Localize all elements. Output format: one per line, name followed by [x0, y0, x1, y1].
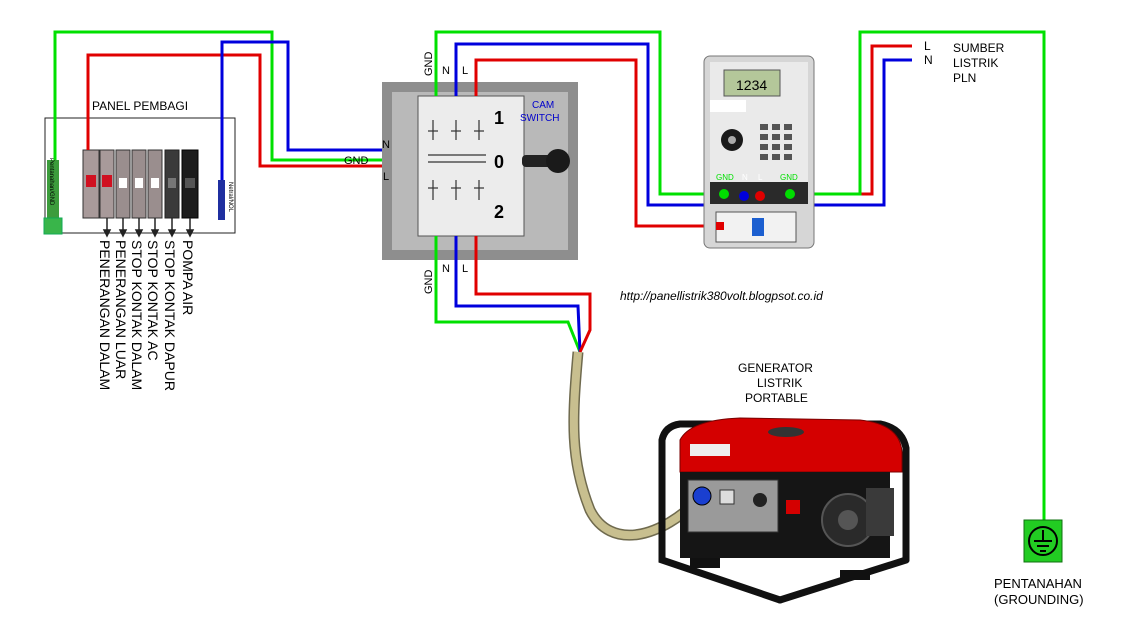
- line-wire-bottom: [474, 236, 592, 353]
- cam-switch-label-line1: CAM: [532, 100, 554, 111]
- meter-display: 1234: [736, 77, 767, 93]
- switch-to-generator-wires: [434, 236, 592, 353]
- switch-bottom-n-label: N: [442, 263, 450, 275]
- pln-label-line3: PLN: [953, 71, 976, 85]
- switch-top-n-label: N: [442, 65, 450, 77]
- kwh-meter: 1234 GND N L GND: [703, 55, 815, 249]
- neutral-wire-top: [454, 42, 742, 207]
- neutral-bus-bar: Netral/NOL: [218, 180, 233, 220]
- grounding-rod: PENTANAHAN (GROUNDING): [994, 519, 1084, 607]
- meter-keypad: [760, 124, 792, 160]
- meter-mcb: [715, 211, 797, 243]
- switch-left-n-label: N: [382, 139, 390, 151]
- ground-wire-meter: [790, 30, 1046, 520]
- grounding-label-line2: (GROUNDING): [994, 592, 1084, 607]
- meter-terminal-gnd-left: GND: [716, 173, 734, 182]
- switch-left-gnd-label: GND: [344, 155, 369, 167]
- panel-title: PANEL PEMBAGI: [92, 99, 188, 113]
- circuit-label-penerangan-luar: PENERANGAN LUAR: [113, 240, 129, 379]
- source-url: http://panellistrik380volt.blogpsot.co.i…: [620, 289, 823, 303]
- circuit-label-stop-kontak-dalam: STOP KONTAK DALAM: [129, 240, 145, 390]
- ground-wire-top: [434, 30, 724, 196]
- generator-label-line3: PORTABLE: [745, 391, 808, 405]
- switch-left-l-label: L: [383, 171, 389, 183]
- circuit-label-stop-kontak-ac: STOP KONTAK AC: [145, 240, 161, 361]
- circuit-output-arrows: [102, 218, 195, 238]
- cam-switch: 1 0 2 CAM SWITCH N GND L GND N L GND N L: [344, 52, 578, 295]
- pln-label-line2: LISTRIK: [953, 56, 998, 70]
- line-wire-top: [474, 58, 716, 228]
- ground-wire-panel: [53, 30, 432, 162]
- switch-position-0: 0: [494, 152, 504, 172]
- meter-terminal-gnd-right: GND: [780, 173, 798, 182]
- switch-bottom-l-label: L: [462, 263, 468, 275]
- switch-bottom-gnd-label: GND: [423, 270, 435, 295]
- pln-source: L N SUMBER LISTRIK PLN: [924, 39, 1005, 85]
- ground-wire-bottom: [434, 236, 582, 353]
- ground-bus-label: Pentanahan/GND: [48, 158, 54, 206]
- meter-terminal-n: N: [742, 173, 748, 182]
- ground-bus-bar: Pentanahan/GND: [43, 158, 63, 235]
- circuit-label-penerangan-dalam: PENERANGAN DALAM: [97, 240, 113, 390]
- circuit-label-pompa-air: POMPA AIR: [180, 240, 196, 315]
- distribution-panel: PANEL PEMBAGI Pentanahan/GND Netral/NOL: [43, 99, 236, 391]
- neutral-bus-label: Netral/NOL: [227, 182, 233, 213]
- switch-knob: [522, 149, 570, 173]
- line-wire-panel: [86, 53, 458, 168]
- neutral-wire-panel: [220, 40, 444, 180]
- pln-l-label: L: [924, 39, 931, 53]
- switch-top-l-label: L: [462, 65, 468, 77]
- cam-switch-label-line2: SWITCH: [520, 113, 559, 124]
- generator-label-line2: LISTRIK: [757, 376, 802, 390]
- pln-n-label: N: [924, 53, 933, 67]
- neutral-wire-bottom: [454, 236, 582, 353]
- panel-to-switch-wires: [53, 30, 458, 180]
- switch-position-1: 1: [494, 108, 504, 128]
- generator-label-line1: GENERATOR: [738, 361, 813, 375]
- portable-generator: GENERATOR LISTRIK PORTABLE: [658, 361, 910, 604]
- meter-terminal-l: L: [758, 173, 763, 182]
- circuit-label-stop-kontak-dapur: STOP KONTAK DAPUR: [162, 240, 178, 391]
- grounding-label-line1: PENTANAHAN: [994, 576, 1082, 591]
- breaker-row: [82, 149, 199, 219]
- pln-label-line1: SUMBER: [953, 41, 1005, 55]
- switch-position-2: 2: [494, 202, 504, 222]
- switch-top-gnd-label: GND: [423, 52, 435, 77]
